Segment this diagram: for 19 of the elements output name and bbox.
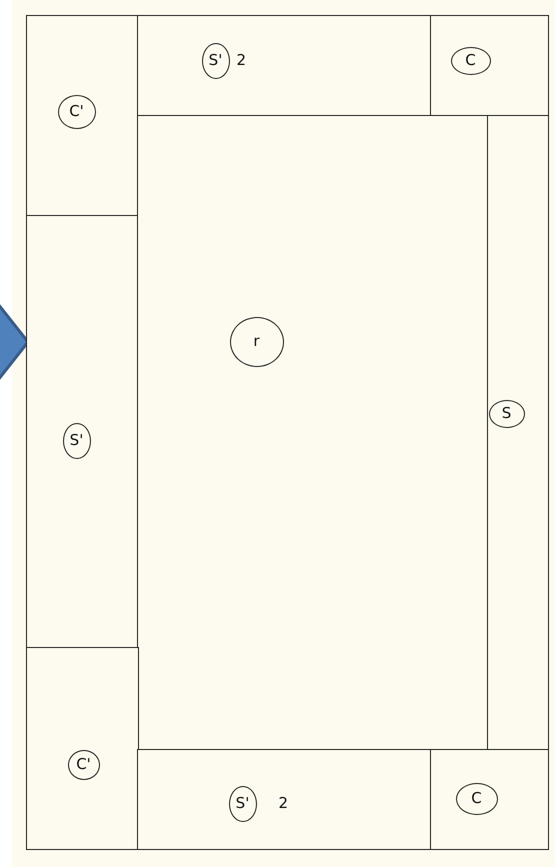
region-box — [26, 15, 139, 217]
label-ellipse: S' — [202, 42, 230, 78]
label-ellipse: C' — [68, 750, 100, 780]
label-ellipse: C — [456, 782, 498, 814]
label-ellipse: S' — [62, 422, 90, 458]
region-box — [430, 15, 549, 117]
region-box — [137, 15, 432, 117]
index-number: 2 — [236, 52, 246, 68]
index-number: 2 — [278, 796, 288, 810]
region-box — [487, 115, 549, 751]
label-ellipse: r — [230, 316, 284, 366]
region-box — [430, 749, 549, 850]
region-box — [26, 215, 139, 649]
label-ellipse: S — [488, 400, 524, 428]
region-box — [137, 749, 432, 850]
label-ellipse: S' — [228, 786, 256, 822]
region-box — [26, 647, 139, 850]
label-ellipse: C' — [58, 94, 96, 128]
label-ellipse: C — [450, 46, 490, 74]
